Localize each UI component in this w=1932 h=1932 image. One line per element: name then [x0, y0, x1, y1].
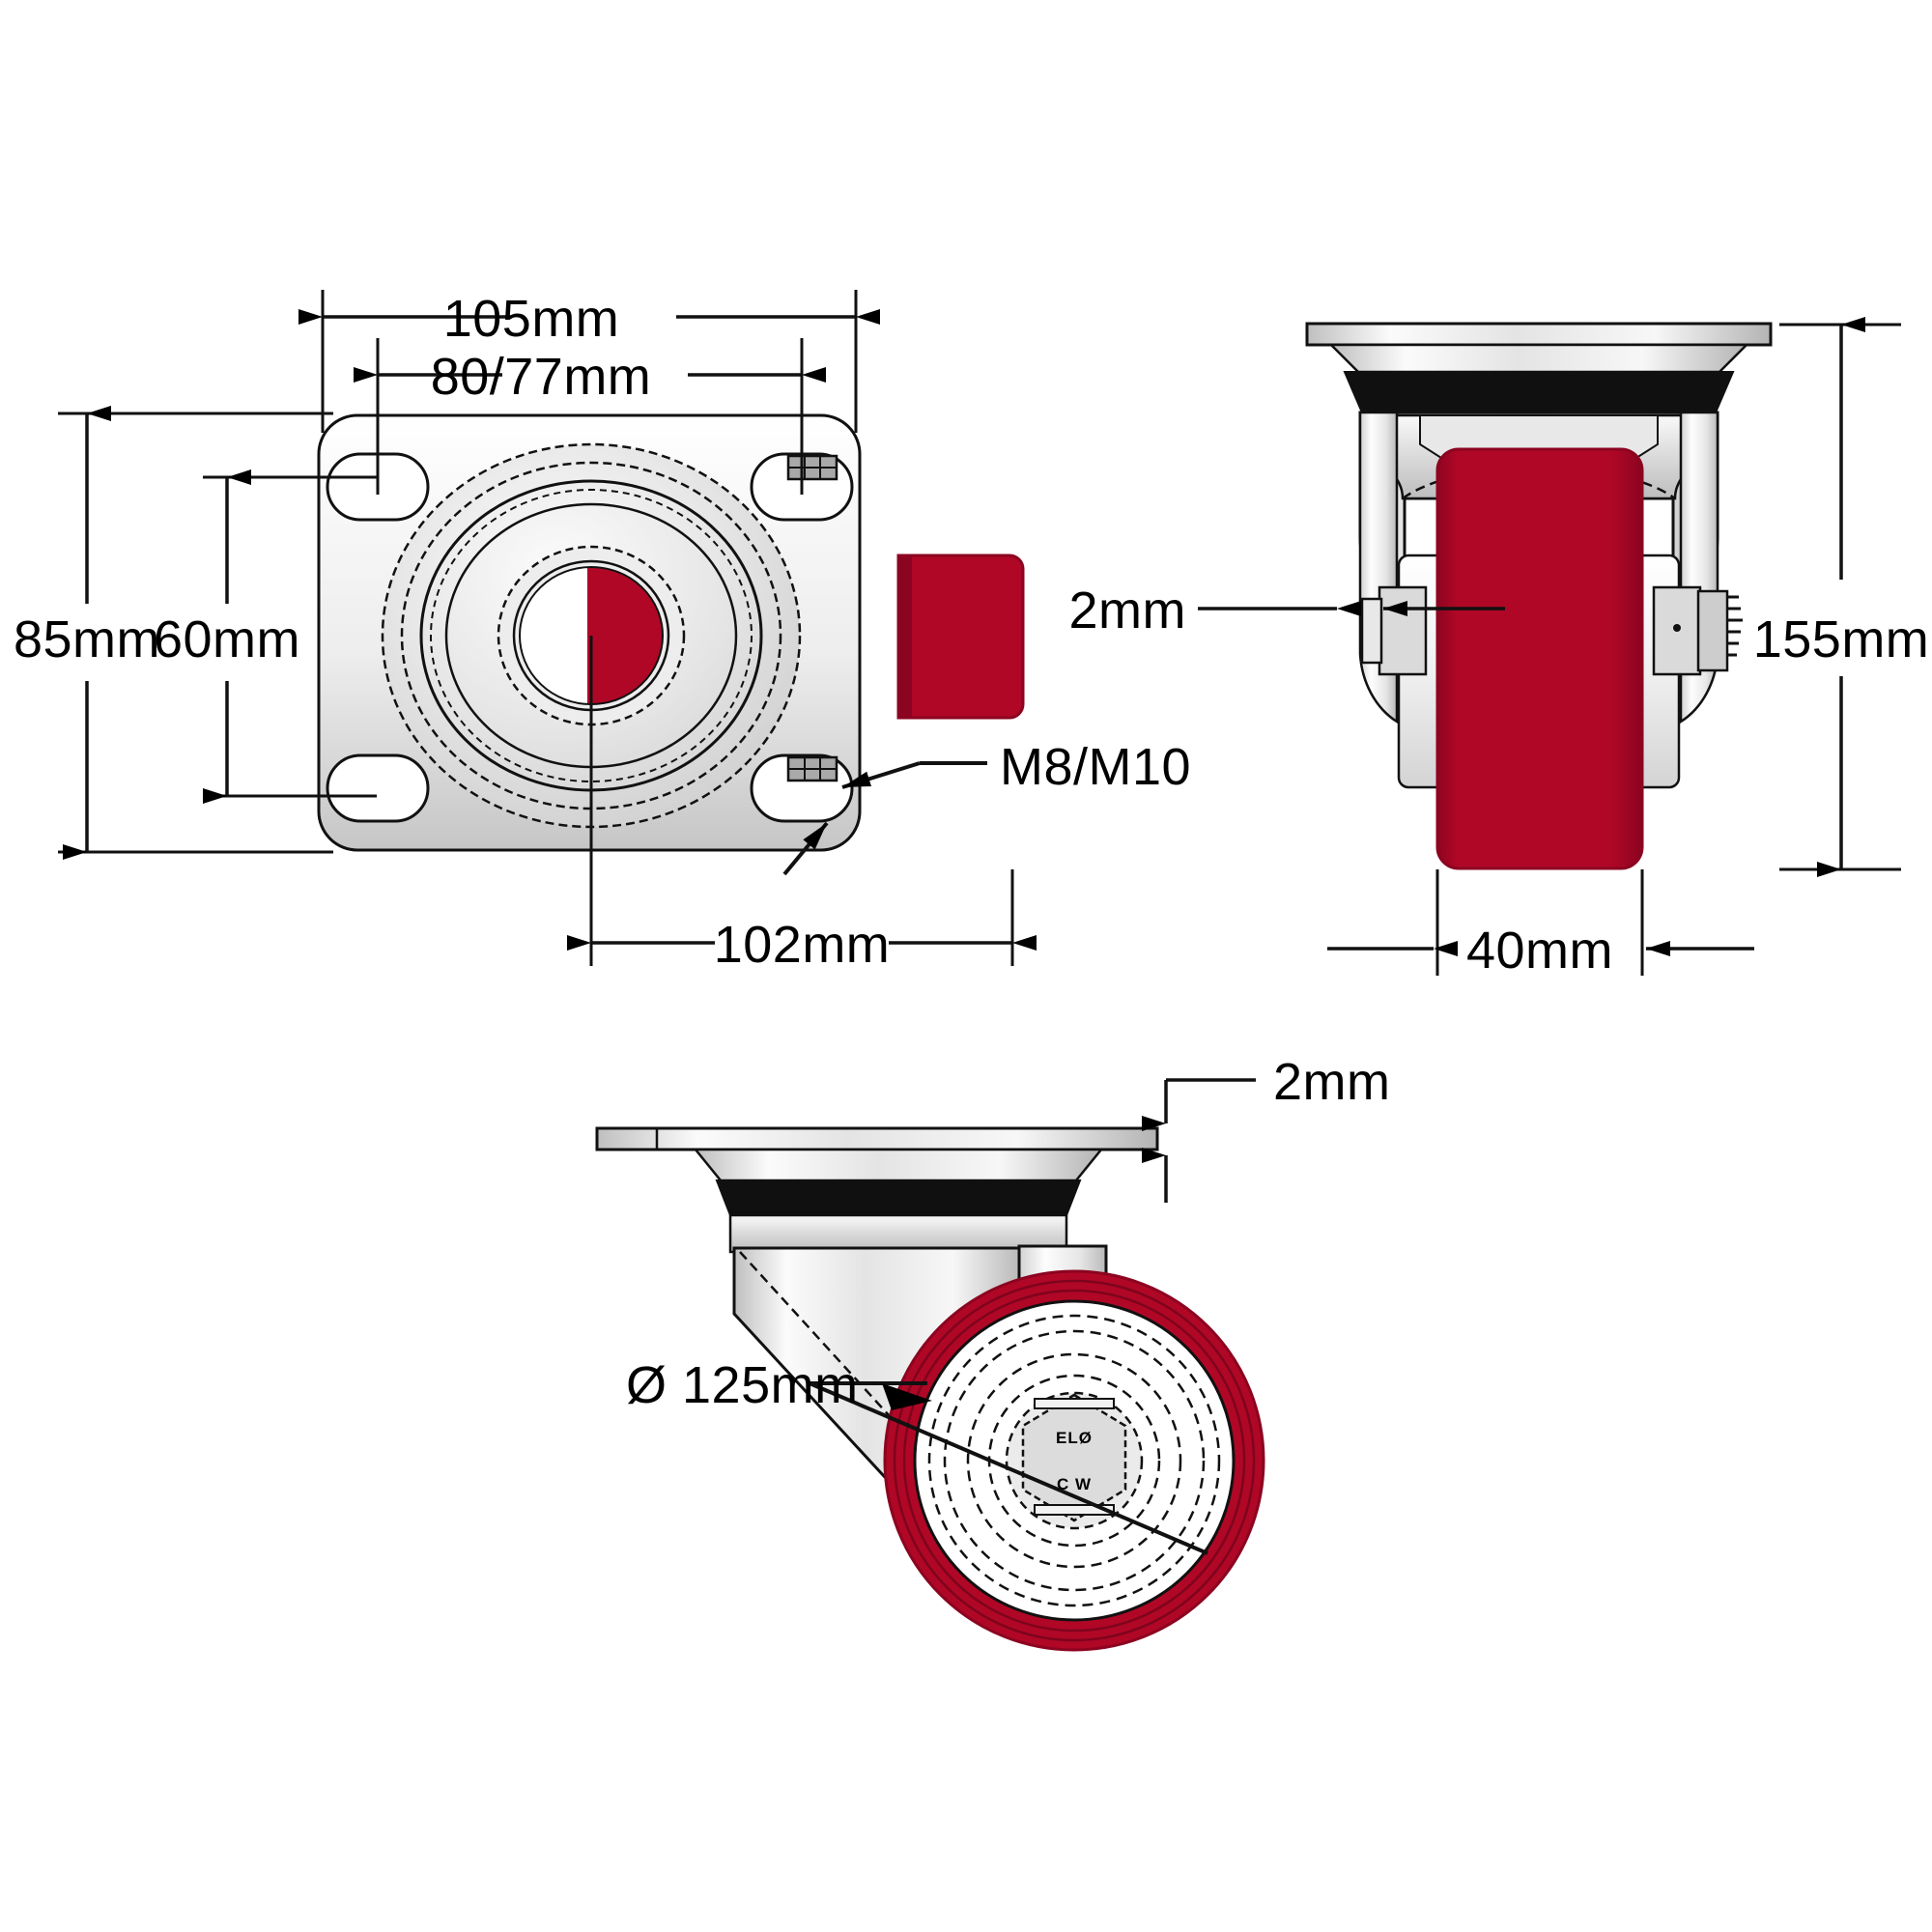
- dim-plate-height: 85mm: [14, 406, 333, 860]
- dim-plate-length: 102mm: [567, 869, 1037, 974]
- dim-label-overall-height: 155mm: [1753, 611, 1930, 668]
- side-tread-groove-2: [902, 1289, 1246, 1633]
- front-view: 2mm 155mm 40mm: [1069, 317, 1930, 980]
- dim-wheel-width: 40mm: [1327, 869, 1754, 980]
- dim-label-plate-width: 105mm: [443, 290, 620, 348]
- dim-bolt-spacing-y: 60mm: [154, 469, 377, 804]
- bolt-hole-bottom-left: [326, 753, 430, 823]
- side-hex-nut: ELØ C W: [1021, 1393, 1127, 1522]
- front-axle-bolt-right: [1652, 585, 1743, 676]
- front-swivel-race: [1343, 371, 1735, 413]
- dim-label-plate-thickness-front: 2mm: [1069, 582, 1187, 639]
- side-fork-taper-edge: [739, 1251, 940, 1471]
- dim-label-plate-height: 85mm: [14, 611, 160, 668]
- side-wheel-ring-2: [943, 1329, 1206, 1592]
- bolt-head-top-right: [786, 454, 838, 481]
- dim-bolt-thread: M8/M10: [782, 738, 1191, 876]
- side-tread-groove-1: [893, 1279, 1256, 1642]
- dim-label-wheel-diameter: Ø 125mm: [626, 1356, 859, 1414]
- wheel-stub-top-view: [896, 554, 1025, 720]
- dim-label-wheel-width: 40mm: [1466, 922, 1613, 980]
- dim-label-bolt-spacing-y: 60mm: [154, 611, 300, 668]
- dim-overall-height: 155mm: [1753, 317, 1930, 877]
- front-axle-bolt-left: [1360, 585, 1428, 676]
- dim-label-plate-length: 102mm: [714, 916, 891, 974]
- dim-label-bolt-thread: M8/M10: [1000, 738, 1191, 796]
- bolt-head-bottom-right: [786, 755, 838, 782]
- hex-nut-label-top: ELØ: [1056, 1429, 1093, 1447]
- side-view: ELØ C W 2mm Ø 125mm: [595, 1053, 1391, 1652]
- dim-plate-thickness-side: 2mm: [1142, 1053, 1391, 1203]
- side-swivel-race: [715, 1179, 1082, 1216]
- front-top-plate: [1305, 322, 1773, 374]
- front-wheel-tread: [1435, 447, 1644, 870]
- side-wheel-ring-3: [966, 1352, 1182, 1569]
- dim-label-plate-thickness-side: 2mm: [1273, 1053, 1391, 1111]
- hex-nut-label-bottom: C W: [1057, 1475, 1092, 1493]
- dim-plate-width: 105mm: [298, 290, 880, 433]
- dim-wheel-diameter: Ø 125mm: [626, 1356, 1208, 1555]
- side-wheel-ring-1: [927, 1314, 1221, 1607]
- dim-label-bolt-spacing-x: 80/77mm: [431, 348, 652, 406]
- side-top-plate: [595, 1126, 1159, 1182]
- dim-bolt-spacing-x: 80/77mm: [354, 338, 826, 495]
- top-plate-view: 105mm 80/77mm 85mm 60mm: [14, 290, 1191, 974]
- dim-plate-thickness-front: 2mm: [1069, 582, 1505, 639]
- side-swivel-collar: [728, 1213, 1068, 1254]
